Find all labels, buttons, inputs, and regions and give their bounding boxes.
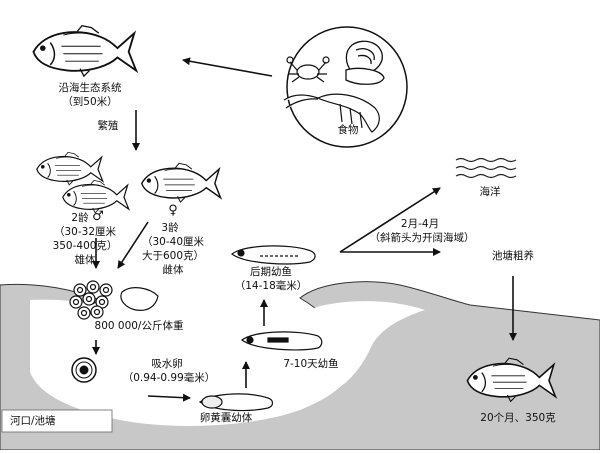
coastal-adult-fish xyxy=(32,24,138,78)
larva-7-10-label: 7-10天幼鱼 xyxy=(283,358,339,370)
yolk-sac-larva-icon xyxy=(198,393,274,412)
result-label: 20个月、350克 xyxy=(480,412,556,424)
arrow-food-to-coastal xyxy=(182,57,273,77)
eggs-count-label: 800 000/公斤体重 xyxy=(94,320,184,332)
breeding-label: 繁殖 xyxy=(97,120,119,132)
male-weight-label: 350-400克） xyxy=(52,240,118,252)
coastal-ecosystem-label: 沿海生态系统 xyxy=(58,82,122,94)
female-symbol: ♀ xyxy=(168,203,178,218)
coastal-depth-label: （到50米） xyxy=(62,96,118,108)
female-label: 雌体 xyxy=(162,264,184,276)
late-larva-label: 后期幼鱼 xyxy=(250,266,292,278)
estuary-label-box xyxy=(1,409,113,433)
male-fish-lower xyxy=(62,179,130,214)
shrimp-icon xyxy=(283,93,380,133)
release-note-label: （斜箭头为开阔海域） xyxy=(369,232,475,244)
female-weight-label: 大于600克） xyxy=(141,250,205,262)
female-length-label: （30-40厘米 xyxy=(141,236,204,248)
food-label: 食物 xyxy=(337,124,359,136)
estuary-pond-label: 河口/池塘 xyxy=(10,415,56,427)
arrow-to-ocean xyxy=(339,187,441,253)
release-months-label: 2月-4月 xyxy=(400,218,440,230)
female-fish xyxy=(141,162,222,203)
male-length-label: （30-32厘米 xyxy=(53,226,116,238)
male-fish-upper xyxy=(36,151,104,186)
female-age-label: 3龄 xyxy=(161,222,179,234)
arrow-female-to-eggs xyxy=(117,221,149,269)
hydrated-egg-icon xyxy=(71,357,97,383)
hydrated-eggs-label: 吸水卵 xyxy=(151,358,183,370)
egg-cluster-icon xyxy=(69,280,113,320)
male-symbol: ♂ xyxy=(92,209,104,224)
yolk-sac-larva-label: 卵黄囊幼体 xyxy=(199,412,253,424)
crab-icon xyxy=(286,56,330,83)
egg-mass-icon xyxy=(120,287,159,311)
ocean-waves-icon xyxy=(455,157,517,179)
late-larva-size-label: （14-18毫米） xyxy=(234,280,308,292)
late-larva-icon xyxy=(231,245,316,265)
pond-growout-label: 池塘粗养 xyxy=(492,250,534,262)
ocean-label: 海洋 xyxy=(479,186,501,198)
arrow-hydrated-to-yolk xyxy=(147,393,191,402)
male-age-label: 2龄 xyxy=(71,212,89,224)
male-label: 雄体 xyxy=(74,254,96,266)
estuary-water xyxy=(30,299,425,426)
larva-7-10-days-icon xyxy=(241,331,323,351)
egg-size-label: （0.94-0.99毫米） xyxy=(122,372,216,384)
mussel-icon xyxy=(345,40,385,85)
